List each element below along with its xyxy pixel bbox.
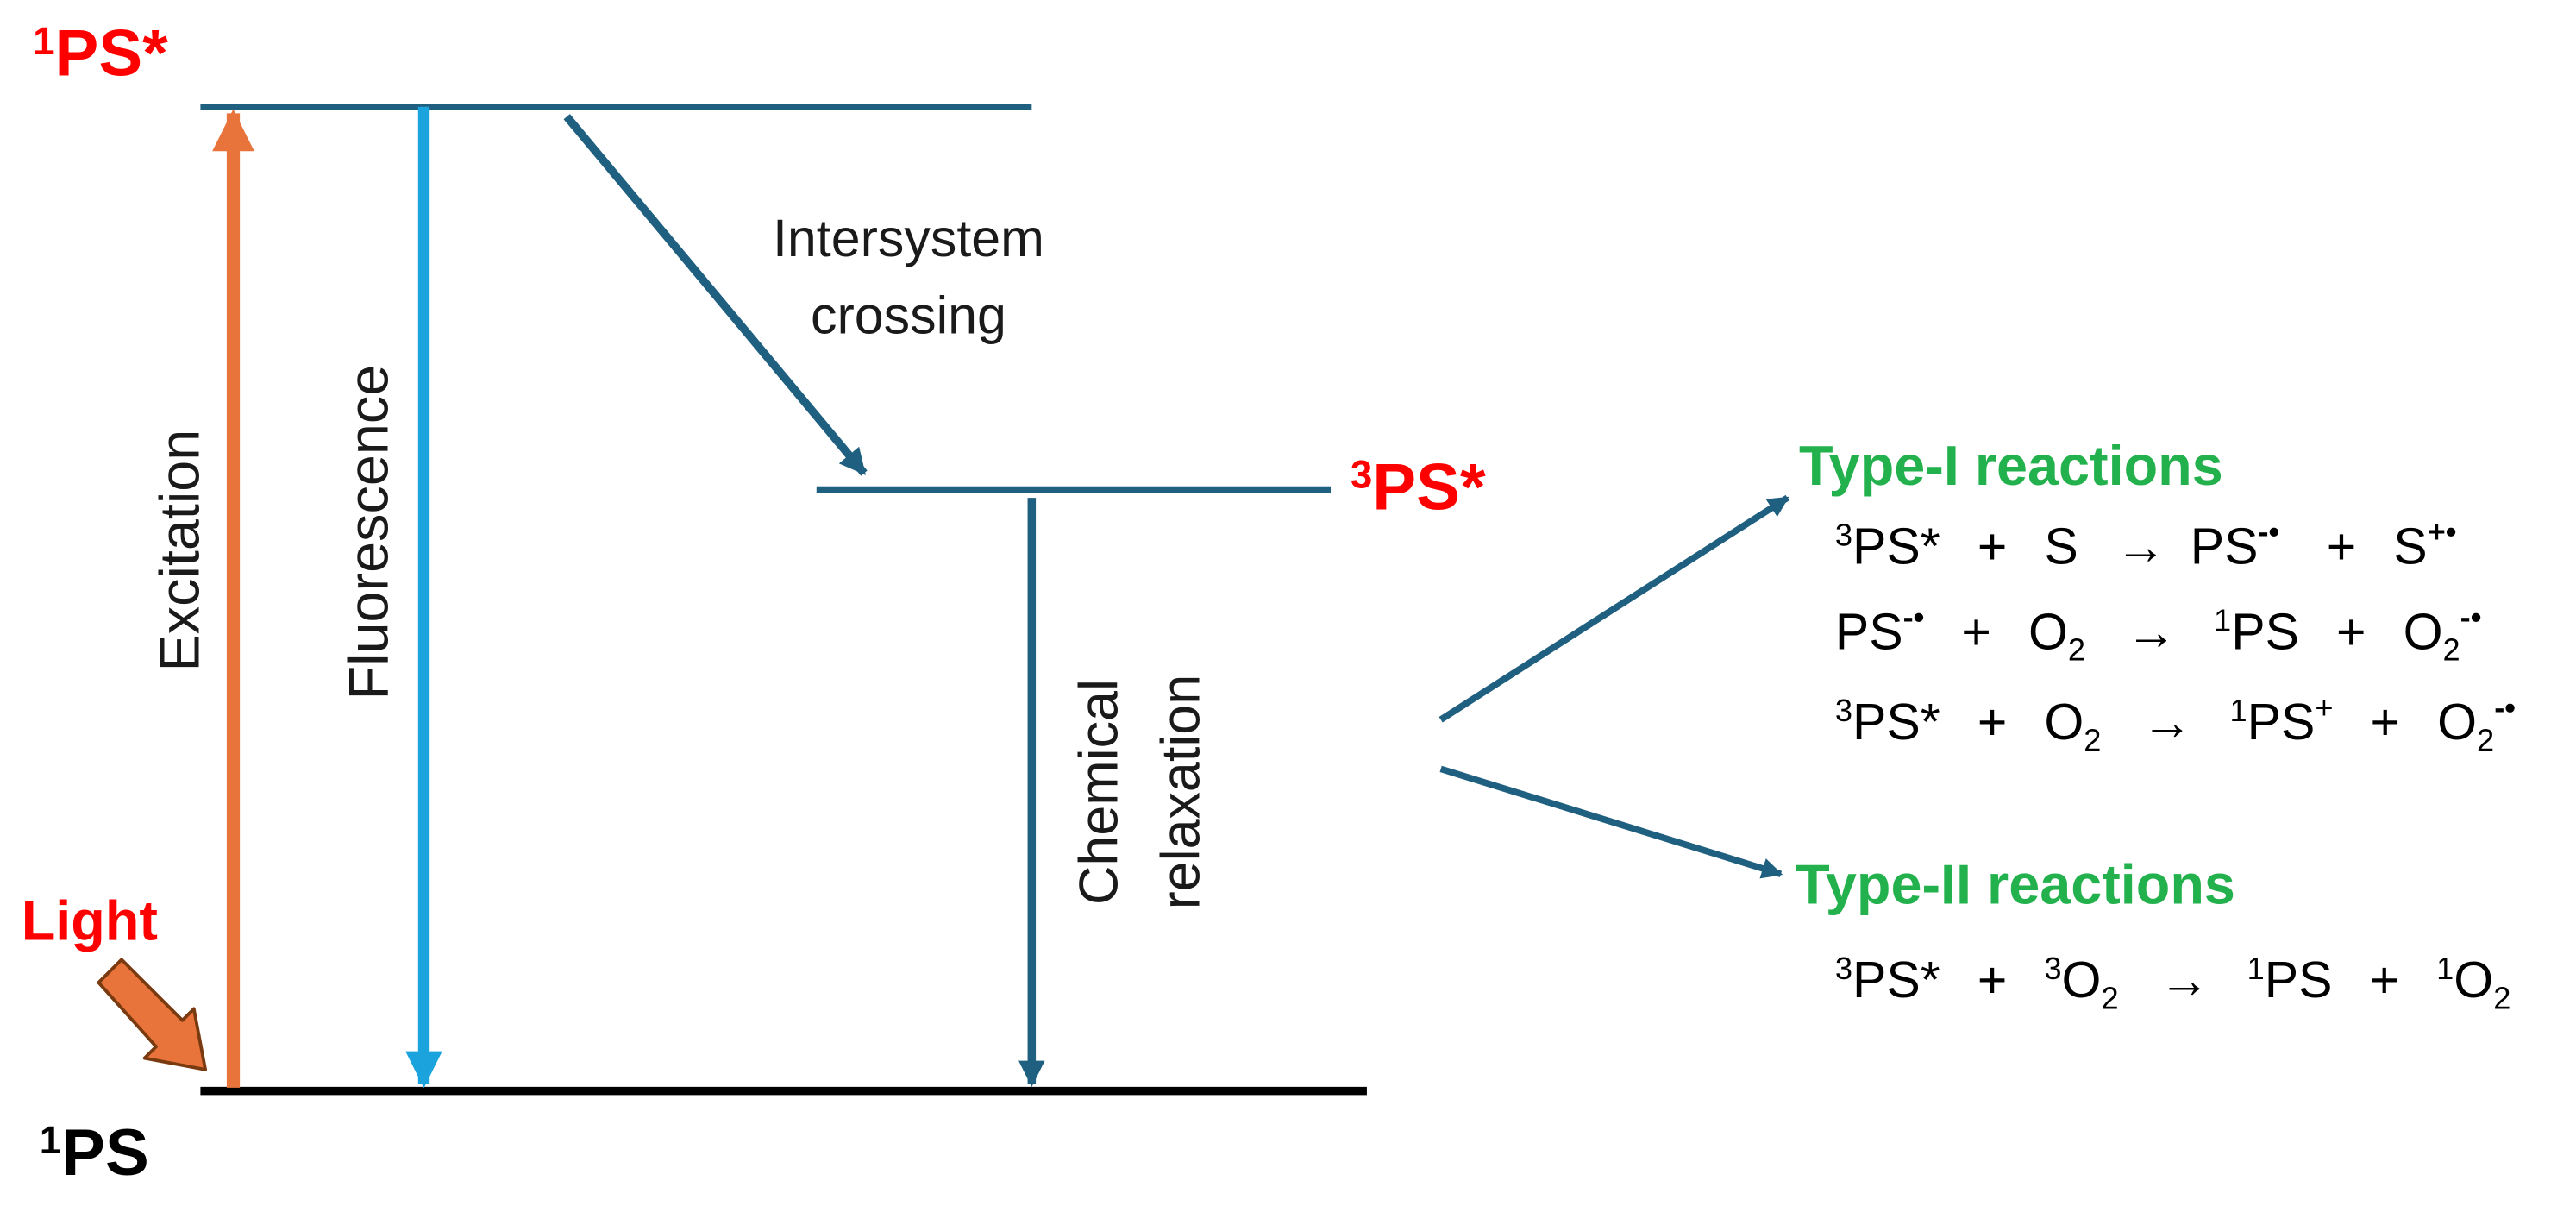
triplet-excited-label: 3PS* [1351,450,1486,524]
type1-equation-3: 3PS* + O2 → 1PS+ + O2-• [1835,672,2516,762]
type1-branch-arrow [1438,494,1789,723]
chemical-relaxation-label-line2: relaxation [1151,675,1212,909]
chemical-relaxation-label-line1: Chemical [1069,679,1129,905]
excitation-label: Excitation [147,430,210,672]
ground-state-label: 1PS [40,1116,149,1190]
type2-title: Type-II reactions [1796,853,2235,916]
intersystem-crossing-arrow [563,114,868,476]
type1-equation-1: 3PS* + S → PS-• + S+• [1835,497,2457,575]
light-label: Light [22,889,158,952]
type1-equation-2: PS-• + O2 → 1PS + O2-• [1835,582,2482,672]
intersystem-crossing-label-line1: Intersystem [773,209,1044,267]
singlet-excited-label: 1PS* [33,17,168,91]
type1-title: Type-I reactions [1799,434,2223,497]
type2-branch-arrow [1439,765,1783,879]
intersystem-crossing-label-line2: crossing [811,286,1006,345]
fluorescence-label: Fluorescence [337,365,400,700]
type2-equation-1: 3PS* + 3O2 → 1PS + 1O2 [1835,951,2510,1020]
light-arrow-icon [97,958,208,1071]
